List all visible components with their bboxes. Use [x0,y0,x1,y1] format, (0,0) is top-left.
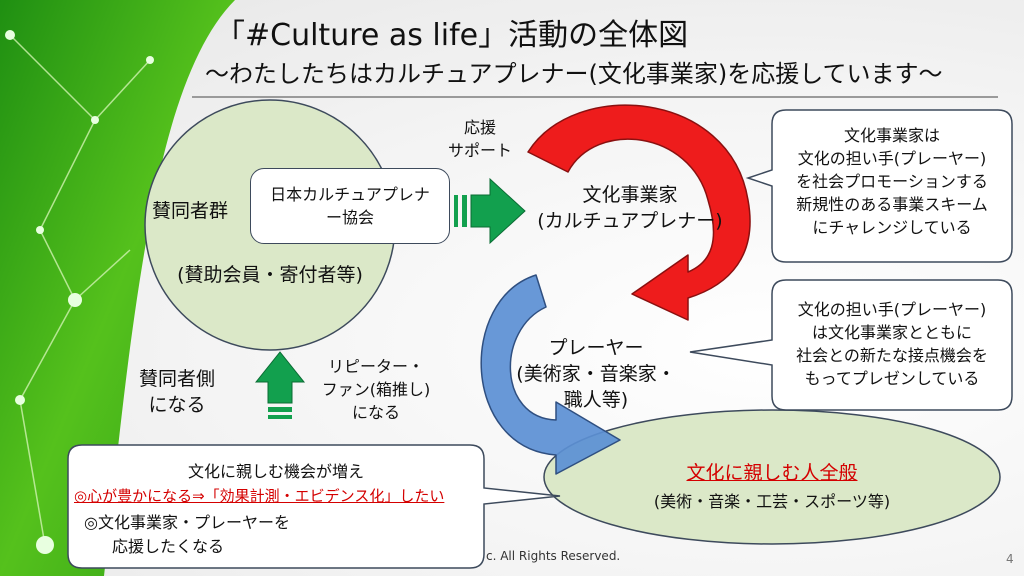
callout-mid-text: 文化の担い手(プレーヤー) は文化事業家とともに 社会との新たな接点機会を もっ… [796,300,988,388]
callout-bottom-shape [67,444,561,569]
supporters-label: 賛同者群 [152,200,229,222]
repeater-label: リピーター・ ファン(箱推し) になる [321,357,431,422]
association-box: 日本カルチュアプレナー協会 [250,168,450,244]
callout-bottom-line4: 応援したくなる [112,537,225,556]
page-title: 「#Culture as life」活動の全体図 [215,18,689,53]
callout-top-shape [745,109,1013,263]
support-arrow-icon [454,177,526,245]
red-curved-arrow [527,104,751,321]
player-label: プレーヤー (美術家・音楽家・ 職人等) [516,337,676,411]
callout-bottom-line1: 文化に親しむ機会が増え [187,462,364,481]
general-public-ellipse [543,409,1001,545]
callout-bottom-line2: ◎心が豊かになる⇒「効果計測・エビデンス化」したい [74,487,445,505]
blue-curved-arrow [480,274,621,475]
general-public-title: 文化に親しむ人全般 [686,462,858,484]
become-supporter-label: 賛同者側 になる [138,368,215,416]
callout-bottom-line3: ◎文化事業家・プレーヤーを [84,513,290,532]
callout-top-text: 文化事業家は 文化の担い手(プレーヤー) を社会プロモーションする 新規性のある… [796,126,988,237]
supporters-members: (賛助会員・寄付者等) [177,264,363,286]
general-public-examples: (美術・音楽・工芸・スポーツ等) [653,492,891,511]
up-arrow-icon [254,351,306,419]
culturepreneur-label: 文化事業家 (カルチュアプレナー) [537,184,723,232]
copyright-footer: c. All Rights Reserved. [486,549,621,563]
association-label: 日本カルチュアプレナー協会 [270,185,430,227]
title-divider [192,96,998,98]
green-network-decoration [0,0,235,576]
support-label: 応援 サポート [447,118,512,160]
general-public-label: 文化に親しむ人全般 (美術・音楽・工芸・スポーツ等) [590,460,954,513]
callout-mid-shape [689,279,1013,411]
page-subtitle: 〜わたしたちはカルチュアプレナー(文化事業家)を応援しています〜 [205,60,943,88]
page-number: 4 [1006,552,1014,566]
